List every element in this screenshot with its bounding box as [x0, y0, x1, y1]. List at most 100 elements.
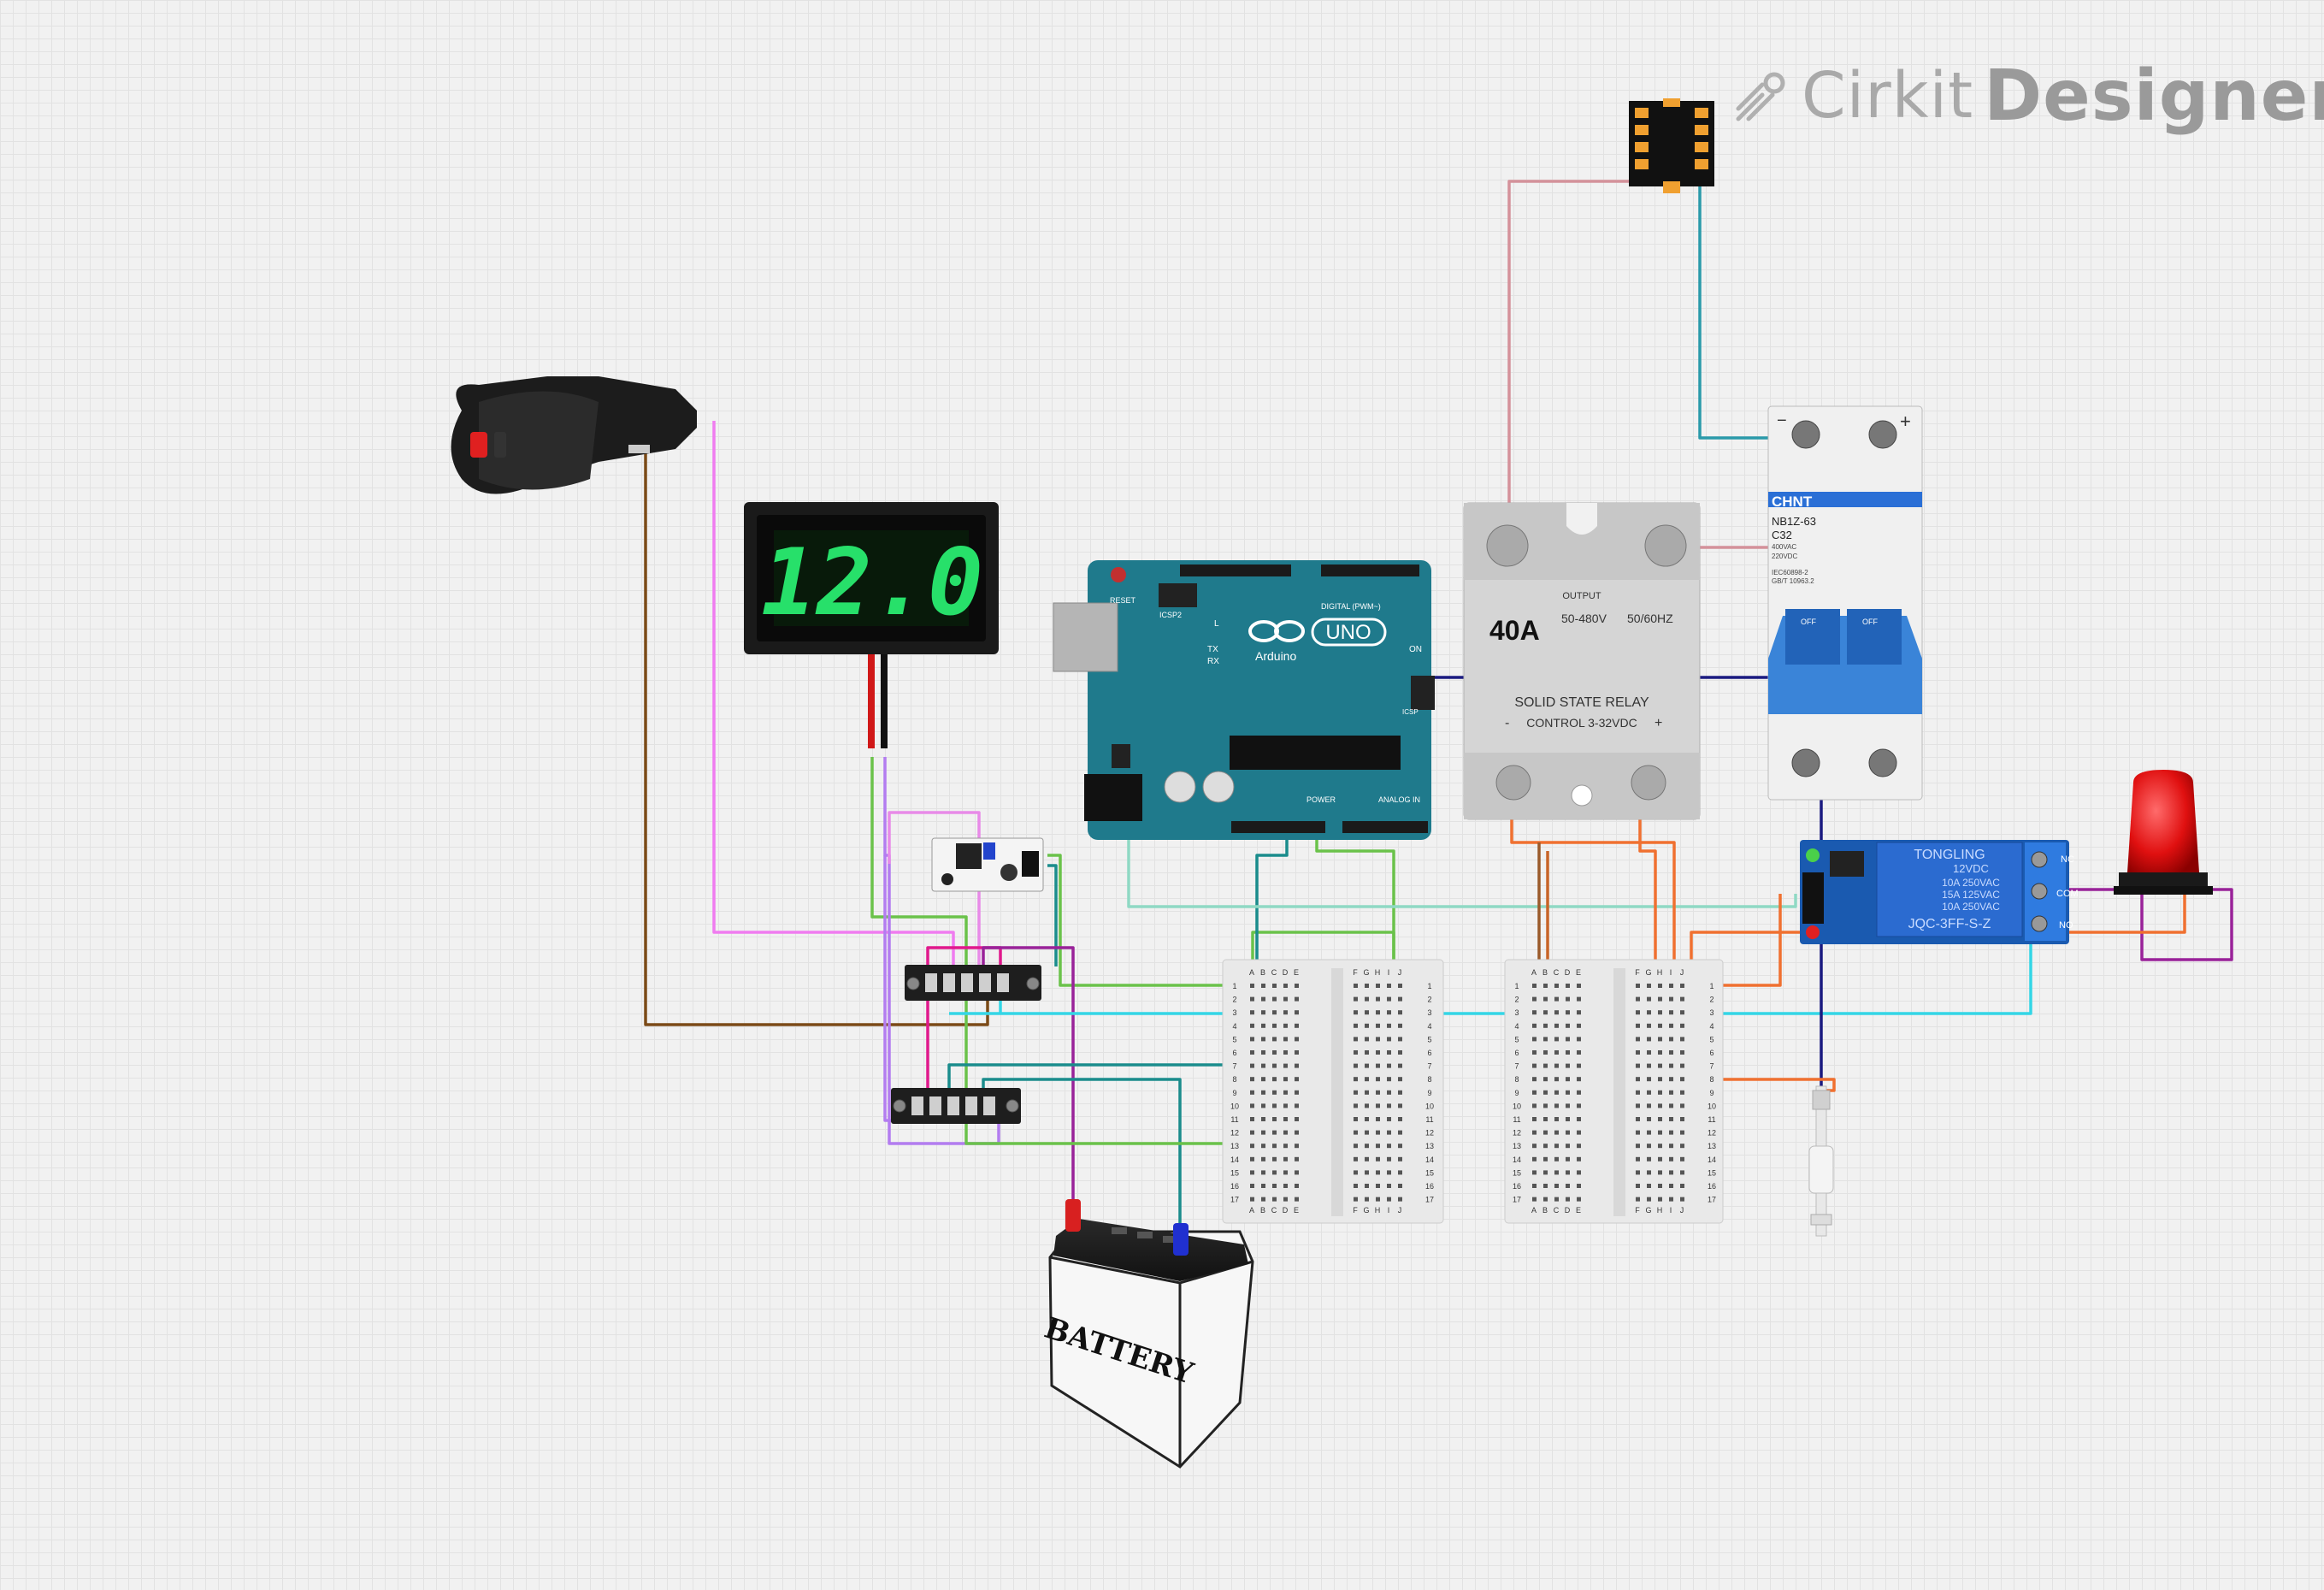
bb-hole[interactable]: [1272, 1090, 1277, 1095]
bb-hole[interactable]: [1354, 984, 1358, 988]
bb-hole[interactable]: [1636, 984, 1640, 988]
bb-hole[interactable]: [1283, 1050, 1288, 1055]
bb-hole[interactable]: [1365, 1197, 1369, 1202]
bb-hole[interactable]: [1283, 1010, 1288, 1015]
screw-terminal-block-top[interactable]: [905, 965, 1041, 1001]
bb-hole[interactable]: [1577, 1103, 1581, 1108]
bb-hole[interactable]: [1365, 996, 1369, 1002]
circuit-breaker[interactable]: − + CHNT NB1Z-63 C32 400VAC 220VDC IEC60…: [1767, 405, 1923, 801]
bb-hole[interactable]: [1365, 1090, 1369, 1095]
bb-hole[interactable]: [1636, 1117, 1640, 1121]
bb-hole[interactable]: [1250, 1184, 1254, 1188]
bb-hole[interactable]: [1554, 1103, 1559, 1108]
bb-hole[interactable]: [1283, 1023, 1288, 1028]
bb-hole[interactable]: [1250, 1063, 1254, 1068]
bb-hole[interactable]: [1261, 1037, 1265, 1042]
bb-hole[interactable]: [1261, 1156, 1265, 1161]
bb-hole[interactable]: [1532, 984, 1537, 988]
bb-hole[interactable]: [1283, 1144, 1288, 1149]
bb-hole[interactable]: [1669, 1144, 1673, 1149]
bb-hole[interactable]: [1554, 1023, 1559, 1028]
bb-hole[interactable]: [1636, 1050, 1640, 1055]
bb-hole[interactable]: [1647, 1063, 1651, 1068]
ic-socket[interactable]: [1629, 98, 1714, 193]
bb-hole[interactable]: [1658, 1023, 1662, 1028]
bb-hole[interactable]: [1376, 1130, 1380, 1135]
bb-hole[interactable]: [1658, 1103, 1662, 1108]
bb-hole[interactable]: [1647, 1010, 1651, 1015]
battery-positive-terminal[interactable]: [1065, 1199, 1081, 1232]
bb-hole[interactable]: [1283, 984, 1288, 988]
bb-hole[interactable]: [1365, 1184, 1369, 1188]
bb-hole[interactable]: [1398, 1197, 1402, 1202]
bb-hole[interactable]: [1543, 1103, 1548, 1108]
bb-hole[interactable]: [1272, 1130, 1277, 1135]
bb-hole[interactable]: [1543, 1010, 1548, 1015]
bb-hole[interactable]: [1680, 1197, 1684, 1202]
bb-hole[interactable]: [1566, 1103, 1570, 1108]
bb-hole[interactable]: [1532, 1156, 1537, 1161]
bb-hole[interactable]: [1295, 996, 1299, 1002]
bb-hole[interactable]: [1295, 1090, 1299, 1095]
bb-hole[interactable]: [1554, 984, 1559, 988]
bb-hole[interactable]: [1387, 1144, 1391, 1149]
bb-hole[interactable]: [1543, 1130, 1548, 1135]
bb-hole[interactable]: [1636, 996, 1640, 1002]
bb-hole[interactable]: [1354, 1103, 1358, 1108]
bb-hole[interactable]: [1532, 1050, 1537, 1055]
bb-hole[interactable]: [1398, 1170, 1402, 1175]
bb-hole[interactable]: [1647, 984, 1651, 988]
usb-car-charger[interactable]: [451, 376, 698, 494]
bb-hole[interactable]: [1566, 1117, 1570, 1121]
bb-hole[interactable]: [1354, 1144, 1358, 1149]
bb-hole[interactable]: [1636, 1037, 1640, 1042]
bb-hole[interactable]: [1295, 1010, 1299, 1015]
bb-hole[interactable]: [1658, 996, 1662, 1002]
bb-hole[interactable]: [1387, 1130, 1391, 1135]
bb-hole[interactable]: [1669, 1077, 1673, 1082]
bb-hole[interactable]: [1295, 1170, 1299, 1175]
bb-hole[interactable]: [1669, 1037, 1673, 1042]
bb-hole[interactable]: [1543, 1063, 1548, 1068]
bb-hole[interactable]: [1636, 1010, 1640, 1015]
bb-hole[interactable]: [1398, 996, 1402, 1002]
breaker-toggle-2[interactable]: [1847, 609, 1902, 665]
bb-hole[interactable]: [1532, 1117, 1537, 1121]
bb-hole[interactable]: [1680, 1077, 1684, 1082]
bb-hole[interactable]: [1283, 1184, 1288, 1188]
bb-hole[interactable]: [1669, 1023, 1673, 1028]
bb-hole[interactable]: [1354, 996, 1358, 1002]
bb-hole[interactable]: [1283, 1156, 1288, 1161]
bb-hole[interactable]: [1658, 1184, 1662, 1188]
bb-hole[interactable]: [1376, 1170, 1380, 1175]
bb-hole[interactable]: [1647, 1170, 1651, 1175]
bb-hole[interactable]: [1554, 1130, 1559, 1135]
bb-hole[interactable]: [1398, 1156, 1402, 1161]
bb-hole[interactable]: [1566, 1050, 1570, 1055]
bb-hole[interactable]: [1680, 1090, 1684, 1095]
bb-hole[interactable]: [1543, 1156, 1548, 1161]
bb-hole[interactable]: [1658, 984, 1662, 988]
bb-hole[interactable]: [1554, 1117, 1559, 1121]
bb-hole[interactable]: [1261, 1144, 1265, 1149]
bb-hole[interactable]: [1577, 1077, 1581, 1082]
bb-hole[interactable]: [1680, 1170, 1684, 1175]
bb-hole[interactable]: [1577, 1130, 1581, 1135]
bb-hole[interactable]: [1261, 1103, 1265, 1108]
bb-hole[interactable]: [1532, 1144, 1537, 1149]
bb-hole[interactable]: [1554, 1050, 1559, 1055]
bb-hole[interactable]: [1398, 1063, 1402, 1068]
bb-hole[interactable]: [1680, 1063, 1684, 1068]
bb-hole[interactable]: [1398, 1010, 1402, 1015]
bb-hole[interactable]: [1261, 1130, 1265, 1135]
bb-hole[interactable]: [1669, 1130, 1673, 1135]
relay-module[interactable]: TONGLING 12VDC 10A 250VAC 15A 125VAC 10A…: [1800, 840, 2079, 944]
bb-hole[interactable]: [1658, 1090, 1662, 1095]
bb-hole[interactable]: [1261, 984, 1265, 988]
bb-hole[interactable]: [1532, 1023, 1537, 1028]
bb-hole[interactable]: [1669, 1103, 1673, 1108]
bb-hole[interactable]: [1365, 1170, 1369, 1175]
bb-hole[interactable]: [1658, 1050, 1662, 1055]
bb-hole[interactable]: [1387, 1090, 1391, 1095]
bb-hole[interactable]: [1398, 1090, 1402, 1095]
